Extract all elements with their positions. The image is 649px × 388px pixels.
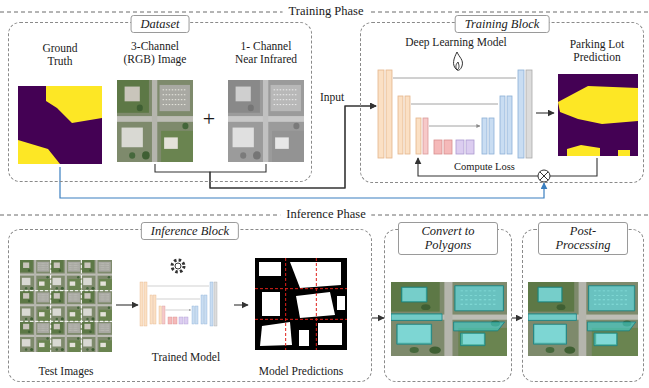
unet-model (378, 70, 532, 158)
trained-unet (140, 282, 217, 326)
gear-icon (172, 260, 184, 272)
block-region: Post-Processing (522, 229, 644, 382)
image-panel: Test Images (16, 256, 116, 378)
connector (210, 106, 376, 188)
phase-heading: Inference Phase (280, 207, 371, 221)
post-processed-overlay (528, 282, 638, 356)
phase-divider (0, 12, 649, 215)
panel-label: Model Predictions (249, 365, 353, 378)
image-panel: Deep Learning Model (376, 36, 536, 158)
block-region: DatasetGround Truth3-Channel (RGB) Image… (8, 22, 312, 182)
connector (155, 106, 376, 188)
block-region: Convert to Polygons (384, 229, 512, 382)
panel-label: Parking Lot Prediction (557, 38, 637, 64)
panel-label: Deep Learning Model (381, 36, 531, 49)
edge-label: Compute Loss (452, 161, 517, 173)
panel-label: Test Images (18, 365, 114, 378)
plus-sign: + (197, 106, 221, 131)
nir-image (228, 80, 304, 162)
block-title: Training Block (455, 15, 550, 33)
edge-label: Input (318, 91, 346, 104)
connector (116, 304, 138, 305)
polygon-overlay (391, 282, 507, 356)
connector (512, 317, 522, 318)
image-panel: Model Predictions (248, 254, 354, 378)
test-images (20, 260, 112, 352)
image-panel: 3-Channel (RGB) Image (112, 40, 198, 164)
prediction-mask (558, 74, 638, 156)
connector (234, 304, 248, 305)
block-title: Dataset (131, 15, 190, 33)
block-region: Training BlockDeep Learning ModelParking… (360, 22, 644, 183)
panel-label: Trained Model (139, 351, 233, 364)
panel-label: Ground Truth (30, 42, 90, 68)
ground-truth-mask (18, 86, 102, 164)
loss-symbol (538, 170, 550, 182)
panel-label: 1- Channel Near Infrared (230, 40, 302, 66)
phase-heading: Training Phase (283, 4, 370, 18)
block-title: Post-Processing (538, 222, 628, 255)
block-title: Convert to Polygons (398, 222, 498, 255)
connector (536, 112, 554, 113)
block-region: Inference BlockTest ImagesTrained ModelM… (8, 229, 372, 382)
connector (418, 158, 597, 176)
rgb-image (117, 80, 193, 162)
image-panel: 1- Channel Near Infrared (224, 40, 308, 164)
image-panel: Trained Model (138, 252, 234, 364)
connector (372, 317, 384, 318)
binary-predictions (255, 258, 347, 350)
flame-icon (454, 52, 463, 70)
block-title: Inference Block (141, 222, 239, 240)
image-panel: Parking Lot Prediction (554, 38, 640, 158)
image-panel: Ground Truth (16, 42, 104, 166)
panel-label: 3-Channel (RGB) Image (119, 40, 191, 66)
